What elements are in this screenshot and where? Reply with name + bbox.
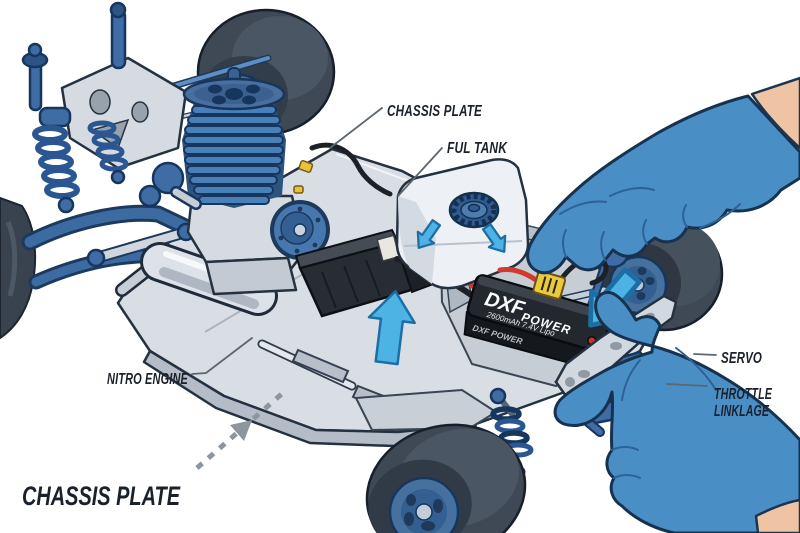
front-left-wheel [354,387,534,533]
label-chassis-plate-bottom: CHASSIS PLATE [22,481,181,511]
fuel-line [309,142,393,197]
leader-nitro-engine [191,337,253,375]
label-nitro-engine: NITRO ENGINE [107,371,189,388]
nitro-engine [138,67,393,296]
upper-gloved-hand [526,76,800,275]
glove-silhouette [553,290,800,533]
shock-absorber [32,106,80,214]
shock-absorber [87,120,129,185]
lower-gloved-hand [553,290,800,533]
cooling-head-fins [183,95,284,205]
leader-fuel-tank [397,147,443,197]
carburetor [151,161,185,195]
body-post [28,60,43,112]
leader-throttle-linkage [666,383,708,387]
chassis-dashed-arrow-icon [195,390,286,470]
left-edge-tire [0,196,37,340]
leader-servo [693,353,717,356]
label-fuel-tank: FUL TANK [447,140,508,157]
steering-rod [92,228,190,262]
label-throttle: THROTTLE [714,386,773,403]
label-servo: SERVO [721,350,762,367]
glow-plug-fitting [298,160,314,173]
label-linkage: LINKLAGE [714,403,770,420]
suspension-arm [24,207,236,254]
chassis-slot [291,348,350,384]
label-chassis-plate-top: CHASSIS PLATE [387,103,483,120]
leader-chassis-plate [329,107,383,149]
wrist-skin [754,498,800,533]
body-post [110,8,127,70]
battery-pack: DXF POWER 2600mAh 7.4V Lipo DXF POWER [463,274,613,373]
